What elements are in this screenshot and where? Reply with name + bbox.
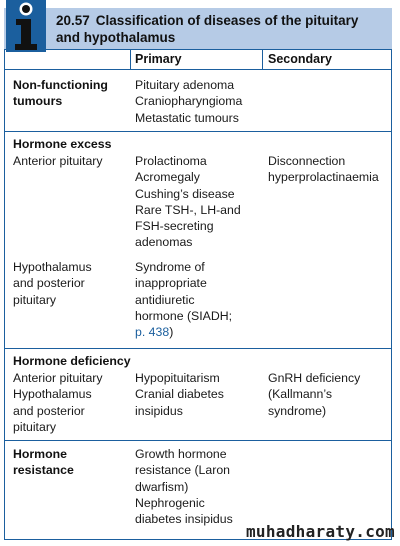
list-item: Hypopituitarism	[135, 371, 220, 385]
list-item: Cranial diabetes	[135, 387, 224, 402]
list-item: Growth hormone	[135, 447, 227, 461]
row-divider	[4, 69, 392, 70]
list-item: dwarfism)	[135, 479, 189, 494]
section-heading-deficiency: Hormone deficiency	[13, 354, 131, 368]
table-frame	[4, 8, 392, 540]
section-heading-excess: Hormone excess	[13, 137, 112, 151]
list-item: Metastatic tumours	[135, 110, 239, 125]
nonfunctioning-primary: Pituitary adenoma Craniopharyngioma Meta…	[135, 77, 242, 126]
page-reference-link[interactable]: p. 438	[135, 325, 170, 340]
row-label-hypothalamus: Hypothalamus and posterior pituitary	[13, 260, 92, 307]
list-item: Rare TSH-, LH-and	[135, 202, 241, 217]
list-item: adenomas	[135, 235, 193, 250]
row-label-nonfunctioning: Non-functioning tumours	[13, 78, 108, 109]
list-item: FSH-secreting	[135, 219, 214, 234]
excess-anterior-primary: Prolactinoma Acromegaly Cushing’s diseas…	[135, 153, 241, 251]
list-item: resistance (Laron	[135, 463, 231, 478]
excess-anterior-secondary: Disconnection hyperprolactinaemia	[268, 153, 379, 186]
list-item: insipidus	[135, 403, 183, 418]
list-item: diabetes insipidus	[135, 512, 233, 527]
list-item: hyperprolactinaemia	[268, 170, 379, 185]
row-label-anterior-pituitary: Anterior pituitary	[13, 154, 103, 168]
list-item: Acromegaly	[135, 170, 200, 185]
column-divider	[262, 50, 263, 69]
list-item: Pituitary adenoma	[135, 78, 235, 92]
list-item: Nephrogenic	[135, 495, 205, 510]
column-header-secondary: Secondary	[268, 52, 332, 66]
list-item: Craniopharyngioma	[135, 94, 243, 109]
deficiency-secondary: GnRH deficiency (Kallmann’s syndrome)	[268, 370, 360, 419]
list-item: Disconnection	[268, 154, 346, 168]
list-item: syndrome)	[268, 403, 327, 418]
deficiency-primary: Hypopituitarism Cranial diabetes insipid…	[135, 370, 224, 419]
title-line-1: Classification of diseases of the pituit…	[95, 13, 359, 28]
list-item: antidiuretic	[135, 292, 195, 307]
list-item: Cushing’s disease	[135, 186, 235, 201]
resistance-primary: Growth hormone resistance (Laron dwarfis…	[135, 446, 233, 527]
row-label-deficiency: Anterior pituitary Hypothalamus and post…	[13, 371, 103, 434]
column-divider	[130, 50, 131, 69]
info-icon	[6, 0, 46, 52]
list-item: GnRH deficiency	[268, 371, 361, 385]
row-divider	[4, 440, 392, 441]
row-divider	[4, 131, 392, 132]
table-title: 20.57 Classification of diseases of the p…	[56, 12, 386, 46]
row-divider	[4, 348, 392, 349]
excess-hypothalamus-primary: Syndrome of inappropriate antidiuretic h…	[135, 260, 233, 340]
table-header	[4, 8, 392, 50]
list-item: hormone (SIADH;	[135, 308, 233, 323]
list-item: Syndrome of	[135, 260, 205, 274]
list-item: Prolactinoma	[135, 154, 207, 168]
row-label-resistance: Hormone resistance	[13, 447, 74, 478]
list-item: inappropriate	[135, 276, 207, 291]
column-header-primary: Primary	[135, 52, 182, 66]
list-item: (Kallmann’s	[268, 387, 333, 402]
table-number: 20.57	[56, 13, 90, 28]
watermark: muhadharaty.com	[246, 522, 395, 541]
title-line-2: and hypothalamus	[56, 30, 176, 45]
